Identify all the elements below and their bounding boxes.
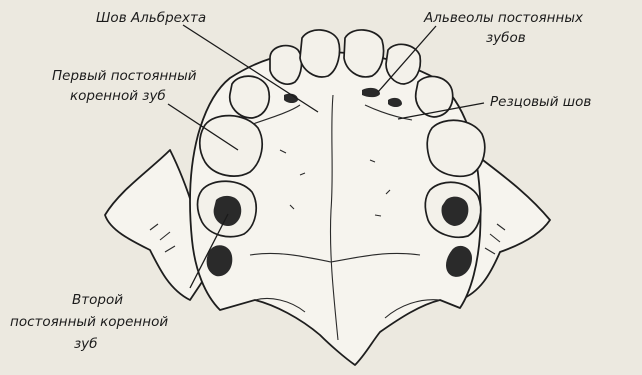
canine-left	[230, 76, 269, 118]
incisor-2	[300, 30, 340, 77]
label-first-molar-line1: Первый постоянный	[52, 68, 197, 84]
incisor-3	[344, 30, 384, 77]
label-alveoli-line2: зубов	[486, 30, 526, 46]
label-first-molar-line2: коренной зуб	[70, 88, 166, 104]
label-incisive-suture: Резцовый шов	[490, 94, 591, 110]
label-albrecht-suture: Шов Альбрехта	[96, 10, 206, 26]
second-molar-germ-left	[214, 196, 242, 226]
canine-right	[416, 76, 453, 117]
first-molar-right	[427, 120, 485, 176]
label-second-molar-line1: Второй	[72, 292, 123, 308]
label-second-molar-line3: зуб	[74, 336, 98, 352]
incisor-1	[270, 46, 302, 84]
label-alveoli-line1: Альвеолы постоянных	[423, 10, 584, 26]
label-second-molar-line2: постоянный коренной	[10, 314, 168, 330]
